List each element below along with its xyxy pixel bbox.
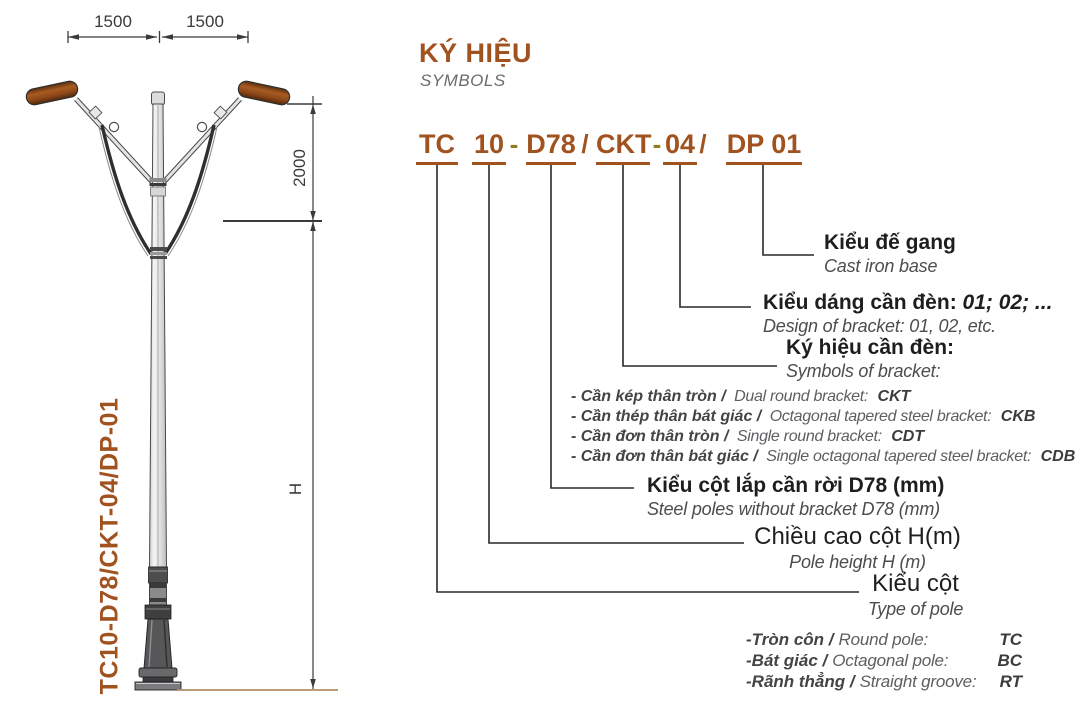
annotation-pole-type: Kiểu cột Type of pole <box>858 570 973 620</box>
annotation-pole-d78: Kiểu cột lắp cần rời D78 (mm) Steel pole… <box>647 474 944 520</box>
annotation-cast-iron-base-en: Cast iron base <box>824 256 938 276</box>
code-segment-height: 10 <box>472 129 506 165</box>
model-code-vertical: TC10-D78/CKT-04/DP-01 <box>95 397 124 695</box>
bracket-type-en: Single round bracket: <box>736 428 882 445</box>
code-segment-bracket-design: 04 <box>663 129 697 165</box>
dimension-arm-left: 1500 <box>94 12 132 31</box>
pole-kind-en: Octagonal pole: <box>832 651 949 670</box>
code-separator-slash-1: / <box>581 129 589 159</box>
annotation-pole-d78-en: Steel poles without bracket D78 (mm) <box>647 499 940 519</box>
bracket-type-vn: - Cần kép thân tròn / <box>571 388 726 405</box>
bracket-type-en: Octagonal tapered steel bracket: <box>769 408 992 425</box>
dimension-pole-height: H <box>286 482 305 496</box>
code-segment-bracket: CKT <box>596 129 652 165</box>
annotation-pole-d78-vn: Kiểu cột lắp cần rời D78 (mm) <box>647 474 945 497</box>
lamp-heads <box>25 80 291 106</box>
bracket-type-code: CKT <box>877 388 911 405</box>
annotation-cast-iron-base: Kiểu đế gang Cast iron base <box>824 231 956 277</box>
side-dimension-lines <box>223 96 322 689</box>
pole-kind-en: Straight groove: <box>859 672 977 691</box>
bracket-type-en: Dual round bracket: <box>734 388 869 405</box>
pole-kind-code: BC <box>997 651 1022 670</box>
code-segment-base: DP 01 <box>726 129 802 165</box>
pole-kind-vn: -Rãnh thẳng / <box>746 672 855 691</box>
bracket-type-vn: - Cần đơn thân bát giác / <box>571 448 758 465</box>
annotation-pole-type-en: Type of pole <box>867 599 964 619</box>
arm-clamps <box>88 105 228 133</box>
pole-kind-row: -Tròn côn /Round pole: TC <box>746 629 1022 650</box>
pole-kind-code: RT <box>999 672 1022 691</box>
annotation-bracket-symbol: Ký hiệu cần đèn: Symbols of bracket: <box>786 336 954 382</box>
bracket-type-code: CDT <box>891 428 925 445</box>
bracket-type-en: Single octagonal tapered steel bracket: <box>766 448 1032 465</box>
annotation-pole-height-vn: Chiều cao cột H(m) <box>754 523 961 550</box>
annotation-bracket-design: Kiểu dáng cần đèn: 01; 02; ... Design of… <box>763 291 1052 337</box>
annotation-connectors <box>436 162 859 593</box>
bracket-type-vn: - Cần đơn thân tròn / <box>571 428 729 445</box>
pole-kind-vn: -Tròn côn / <box>746 630 834 649</box>
top-dimension-lines <box>67 31 249 43</box>
pole-shaft <box>148 91 168 568</box>
annotation-bracket-design-vn: Kiểu dáng cần đèn: <box>763 291 957 314</box>
annotation-pole-height-en: Pole height H (m) <box>789 552 926 572</box>
bracket-type-list: - Cần kép thân tròn / Dual round bracket… <box>571 387 1075 467</box>
annotation-cast-iron-base-vn: Kiểu đế gang <box>824 231 956 254</box>
bracket-type-row: - Cần kép thân tròn / Dual round bracket… <box>571 387 1075 407</box>
annotation-bracket-symbol-vn: Ký hiệu cần đèn: <box>786 336 955 359</box>
annotation-pole-type-vn: Kiểu cột <box>872 570 959 597</box>
pole-kind-list: -Tròn côn /Round pole: TC -Bát giác /Oct… <box>746 629 1022 692</box>
annotation-bracket-design-values: 01; 02; ... <box>962 291 1053 314</box>
annotation-pole-height: Chiều cao cột H(m) Pole height H (m) <box>750 523 965 573</box>
bracket-type-code: CDB <box>1040 448 1076 465</box>
pole-kind-en: Round pole: <box>838 630 929 649</box>
page-title: KÝ HIỆU <box>419 38 533 68</box>
code-segment-pole-type: TC <box>416 129 458 165</box>
code-separator-dash-1: - <box>509 129 519 159</box>
bracket-type-code: CKB <box>1000 408 1036 425</box>
pole-illustration <box>25 80 338 691</box>
code-separator-slash-2: / <box>699 129 707 159</box>
pole-kind-row: -Bát giác /Octagonal pole: BC <box>746 650 1022 671</box>
bracket-type-row: - Cần đơn thân tròn / Single round brack… <box>571 427 1075 447</box>
pole-collars <box>149 178 167 259</box>
dimension-bracket-height: 2000 <box>290 149 309 187</box>
annotation-bracket-symbol-en: Symbols of bracket: <box>786 361 941 381</box>
annotation-bracket-design-en: Design of bracket: 01, 02, etc. <box>763 316 996 336</box>
code-segment-d78: D78 <box>526 129 576 165</box>
page-subtitle: SYMBOLS <box>420 71 506 90</box>
pole-kind-code: TC <box>999 630 1022 649</box>
cast-iron-base <box>134 566 182 691</box>
bracket-type-vn: - Cần thép thân bát giác / <box>571 408 762 425</box>
bracket-type-row: - Cần đơn thân bát giác / Single octagon… <box>571 447 1075 467</box>
pole-kind-vn: -Bát giác / <box>746 651 828 670</box>
code-separator-dash-2: - <box>652 129 662 159</box>
pole-kind-row: -Rãnh thẳng /Straight groove: RT <box>746 671 1022 692</box>
bracket-type-row: - Cần thép thân bát giác / Octagonal tap… <box>571 407 1075 427</box>
arm-struts <box>98 124 218 257</box>
dimension-arm-right: 1500 <box>186 12 224 31</box>
